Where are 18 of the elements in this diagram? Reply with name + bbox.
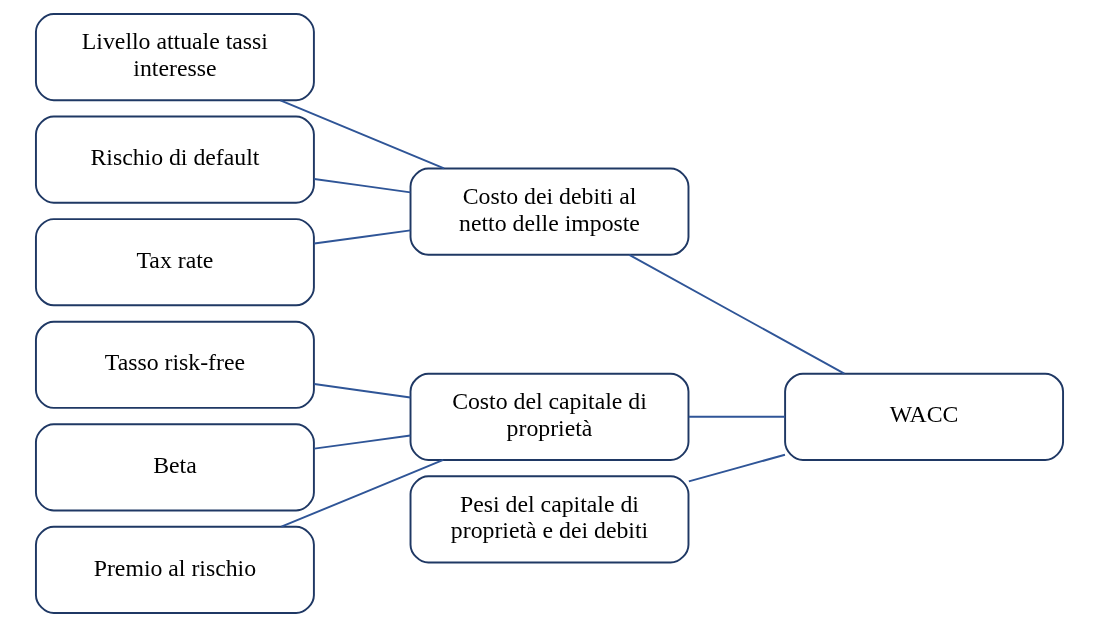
node-box: Tax rate	[35, 218, 315, 307]
node-box: Livello attuale tassi interesse	[35, 13, 315, 102]
node-box: WACC	[784, 372, 1064, 461]
connector	[279, 99, 445, 170]
node-box: Beta	[35, 423, 315, 512]
node-box: Costo del capitale di proprietà	[409, 372, 690, 461]
connector	[313, 434, 412, 450]
connector	[687, 453, 786, 483]
node-box: Tasso risk-free	[35, 320, 315, 409]
node-box: Premio al rischio	[35, 525, 315, 614]
node-box: Pesi del capitale di proprietà e dei debiti	[409, 475, 690, 564]
node-box: Rischio di default	[35, 115, 315, 204]
connector	[628, 253, 846, 375]
connector	[313, 383, 412, 399]
connector	[313, 229, 412, 245]
connector	[687, 415, 786, 418]
node-box: Costo dei debiti al netto delle imposte	[409, 167, 690, 256]
connector	[313, 178, 412, 194]
